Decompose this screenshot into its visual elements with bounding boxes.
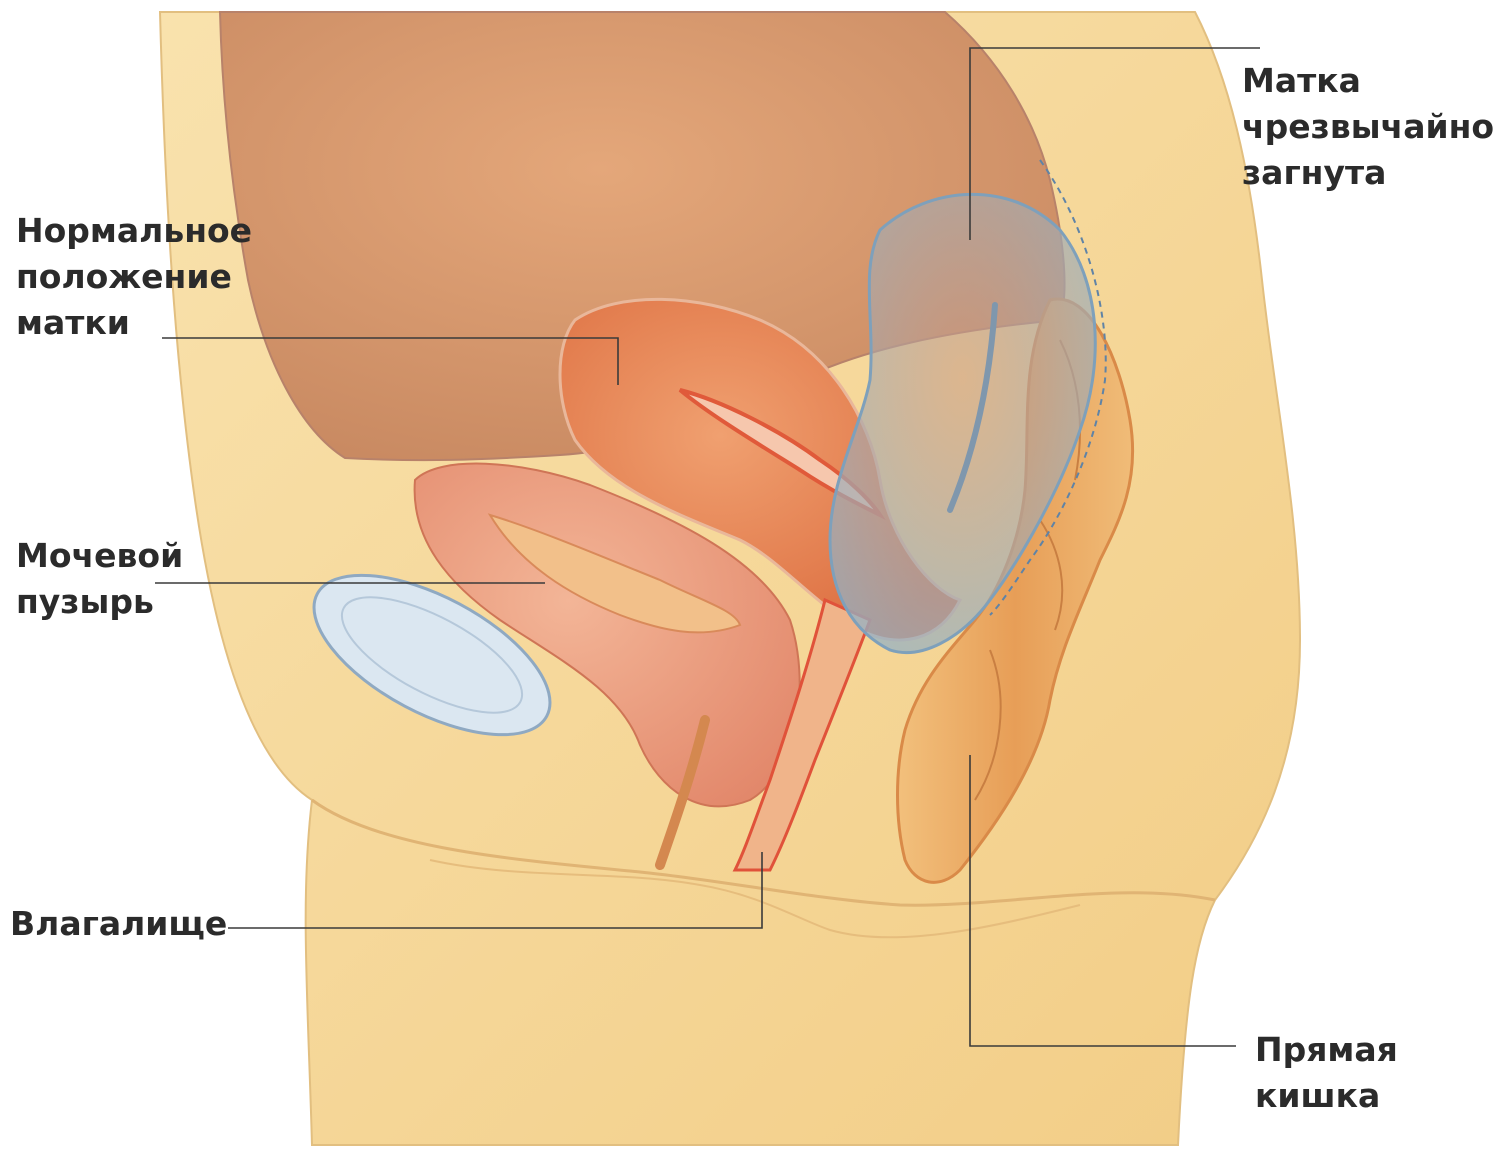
label-line: Нормальное [16,208,252,254]
label-line: загнута [1242,150,1494,196]
label-line: матки [16,300,252,346]
label-line: пузырь [16,579,183,625]
label-line: Влагалище [10,901,227,947]
label-line: чрезвычайно [1242,104,1494,150]
label-line: Мочевой [16,533,183,579]
label-normal-uterus-position: Нормальное положение матки [16,208,252,346]
label-line: Матка [1242,58,1494,104]
label-rectum: Прямая кишка [1255,1027,1398,1119]
label-bladder: Мочевой пузырь [16,533,183,625]
label-line: кишка [1255,1073,1398,1119]
label-vagina: Влагалище [10,901,227,947]
label-line: положение [16,254,252,300]
label-uterus-tilted: Матка чрезвычайно загнута [1242,58,1494,196]
label-line: Прямая [1255,1027,1398,1073]
